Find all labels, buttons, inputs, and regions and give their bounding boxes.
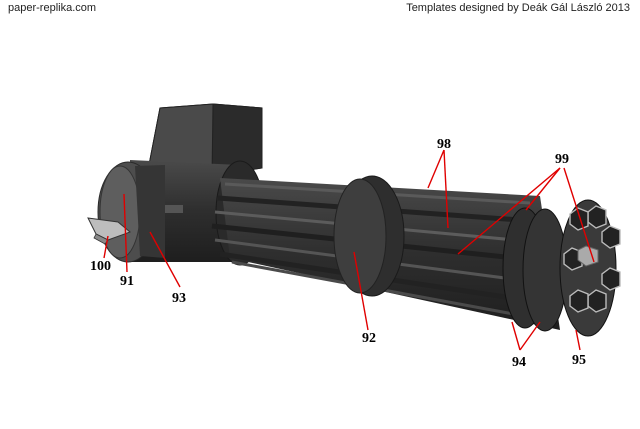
front-rings-94 xyxy=(502,207,568,332)
middle-clamp-92 xyxy=(333,175,405,297)
trigger-part-100 xyxy=(87,217,131,245)
leader-lines xyxy=(103,149,595,351)
housing-top-box xyxy=(147,103,263,177)
muzzle-plate xyxy=(559,199,621,337)
label-100: 100 xyxy=(90,259,111,274)
label-99: 99 xyxy=(555,152,569,167)
label-95: 95 xyxy=(572,353,586,368)
label-91: 91 xyxy=(120,274,134,289)
label-93: 93 xyxy=(172,291,186,306)
label-92: 92 xyxy=(362,331,376,346)
site-name: paper-replika.com xyxy=(8,2,97,14)
part-labels: 100 91 93 92 98 99 94 95 xyxy=(90,137,586,370)
credit-line: Templates designed by Deák Gál László 20… xyxy=(406,2,630,14)
label-98: 98 xyxy=(437,137,451,152)
label-94: 94 xyxy=(512,355,526,370)
